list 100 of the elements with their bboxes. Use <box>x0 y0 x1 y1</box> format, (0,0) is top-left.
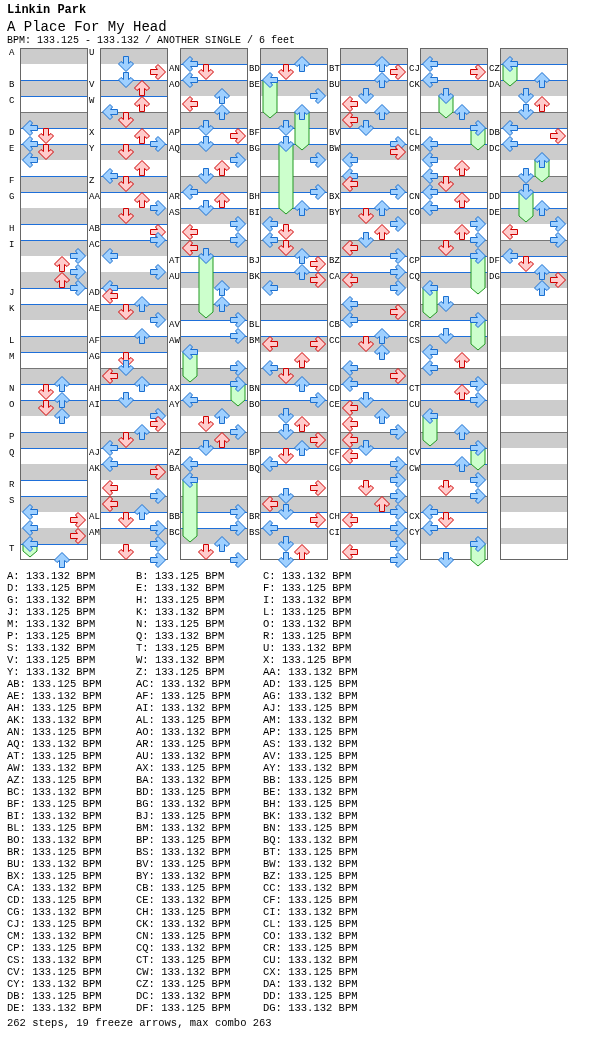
bpm-entry: G: 133.132 BPM <box>7 594 97 606</box>
section-letter: BC <box>169 528 180 538</box>
bpm-entry: CJ: 133.125 BPM <box>7 918 103 930</box>
bpm-entry: AW: 133.132 BPM <box>7 762 103 774</box>
bpm-entry: A: 133.132 BPM <box>7 570 97 582</box>
section-letter: BL <box>249 320 260 330</box>
bpm-entry: H: 133.125 BPM <box>136 594 226 606</box>
section-letter: AA <box>89 192 100 202</box>
section-letter: V <box>89 80 95 90</box>
section-letter: BQ <box>249 464 260 474</box>
section-letter: BD <box>249 64 260 74</box>
artist-name: Linkin Park <box>7 3 87 17</box>
section-letter: CY <box>409 528 420 538</box>
section-letter: BF <box>249 128 260 138</box>
bpm-entry: BV: 133.125 BPM <box>136 858 232 870</box>
section-letter: CP <box>409 256 420 266</box>
section-letter: AC <box>89 240 100 250</box>
section-letter: CW <box>409 464 420 474</box>
section-letter: Z <box>89 176 95 186</box>
bpm-entry: CD: 133.125 BPM <box>7 894 103 906</box>
section-letter: Q <box>9 448 15 458</box>
section-letter: CZ <box>489 64 500 74</box>
bpm-entry: I: 133.132 BPM <box>263 594 353 606</box>
bpm-entry: F: 133.125 BPM <box>263 582 353 594</box>
section-letter: BX <box>329 192 340 202</box>
bpm-entry: DA: 133.132 BPM <box>263 978 359 990</box>
bpm-entry: DG: 133.132 BPM <box>263 1002 359 1014</box>
bpm-entry: AP: 133.125 BPM <box>263 726 359 738</box>
section-letter: CU <box>409 400 420 410</box>
bpm-entry: AC: 133.132 BPM <box>136 678 232 690</box>
bpm-entry: CP: 133.125 BPM <box>7 942 103 954</box>
bpm-entry: CO: 133.132 BPM <box>263 930 359 942</box>
section-letter: M <box>9 352 15 362</box>
section-letter: BS <box>249 528 260 538</box>
bpm-entry: AH: 133.125 BPM <box>7 702 103 714</box>
bpm-entry: AO: 133.132 BPM <box>136 726 232 738</box>
bpm-entry: C: 133.132 BPM <box>263 570 353 582</box>
bpm-entry: W: 133.132 BPM <box>136 654 226 666</box>
bpm-entry: CN: 133.125 BPM <box>136 930 232 942</box>
section-letter: DE <box>489 208 500 218</box>
section-letter: AI <box>89 400 100 410</box>
bpm-entry: D: 133.125 BPM <box>7 582 97 594</box>
chart-info: BPM: 133.125 - 133.132 / ANOTHER SINGLE / 6 feet <box>7 35 296 47</box>
bpm-entry: BM: 133.132 BPM <box>136 822 232 834</box>
bpm-entry: BH: 133.125 BPM <box>263 798 359 810</box>
bpm-entry: BZ: 133.125 BPM <box>263 870 359 882</box>
bpm-entry: CY: 133.132 BPM <box>7 978 103 990</box>
bpm-entry: Z: 133.125 BPM <box>136 666 226 678</box>
section-letter: AJ <box>89 448 100 458</box>
bpm-entry: DF: 133.125 BPM <box>136 1002 232 1014</box>
bpm-entry: L: 133.125 BPM <box>263 606 353 618</box>
section-letter: BU <box>329 80 340 90</box>
section-letter: BW <box>329 144 340 154</box>
bpm-entry: AG: 133.132 BPM <box>263 690 359 702</box>
bpm-entry: AU: 133.132 BPM <box>136 750 232 762</box>
section-letter: AZ <box>169 448 180 458</box>
section-letter: A <box>9 48 15 58</box>
section-letter: BE <box>249 80 260 90</box>
section-letter: CI <box>329 528 340 538</box>
section-letter: W <box>89 96 95 106</box>
bpm-entry: CE: 133.132 BPM <box>136 894 232 906</box>
section-letter: AN <box>169 64 180 74</box>
bpm-entry: CF: 133.125 BPM <box>263 894 359 906</box>
section-letter: J <box>9 288 15 298</box>
section-letter: CM <box>409 144 420 154</box>
bpm-entry: BK: 133.132 BPM <box>263 810 359 822</box>
section-letter: AS <box>169 208 180 218</box>
bpm-entry: M: 133.132 BPM <box>7 618 97 630</box>
section-letter: AM <box>89 528 100 538</box>
bpm-entry: CA: 133.132 BPM <box>7 882 103 894</box>
section-letter: BM <box>249 336 260 346</box>
section-letter: BB <box>169 512 180 522</box>
bpm-entry: BQ: 133.132 BPM <box>263 834 359 846</box>
bpm-entry: CC: 133.132 BPM <box>263 882 359 894</box>
bpm-entry: BF: 133.125 BPM <box>7 798 103 810</box>
bpm-entry: BY: 133.132 BPM <box>136 870 232 882</box>
section-letter: CL <box>409 128 420 138</box>
bpm-entry: BI: 133.132 BPM <box>7 810 103 822</box>
bpm-entry: BN: 133.125 BPM <box>263 822 359 834</box>
section-letter: DD <box>489 192 500 202</box>
bpm-entry: CB: 133.125 BPM <box>136 882 232 894</box>
section-letter: DC <box>489 144 500 154</box>
bpm-entry: AZ: 133.125 BPM <box>7 774 103 786</box>
section-letter: BV <box>329 128 340 138</box>
bpm-entry: CV: 133.125 BPM <box>7 966 103 978</box>
bpm-entry: BT: 133.125 BPM <box>263 846 359 858</box>
section-letter: AH <box>89 384 100 394</box>
section-letter: C <box>9 96 15 106</box>
bpm-entry: J: 133.125 BPM <box>7 606 97 618</box>
bpm-entry: DB: 133.125 BPM <box>7 990 103 1002</box>
section-letter: CV <box>409 448 420 458</box>
section-letter: DG <box>489 272 500 282</box>
bpm-entry: B: 133.125 BPM <box>136 570 226 582</box>
bpm-entry: AA: 133.132 BPM <box>263 666 359 678</box>
section-letter: S <box>9 496 15 506</box>
section-letter: O <box>9 400 15 410</box>
bpm-entry: BX: 133.125 BPM <box>7 870 103 882</box>
section-letter: AG <box>89 352 100 362</box>
section-letter: CT <box>409 384 420 394</box>
section-letter: CD <box>329 384 340 394</box>
